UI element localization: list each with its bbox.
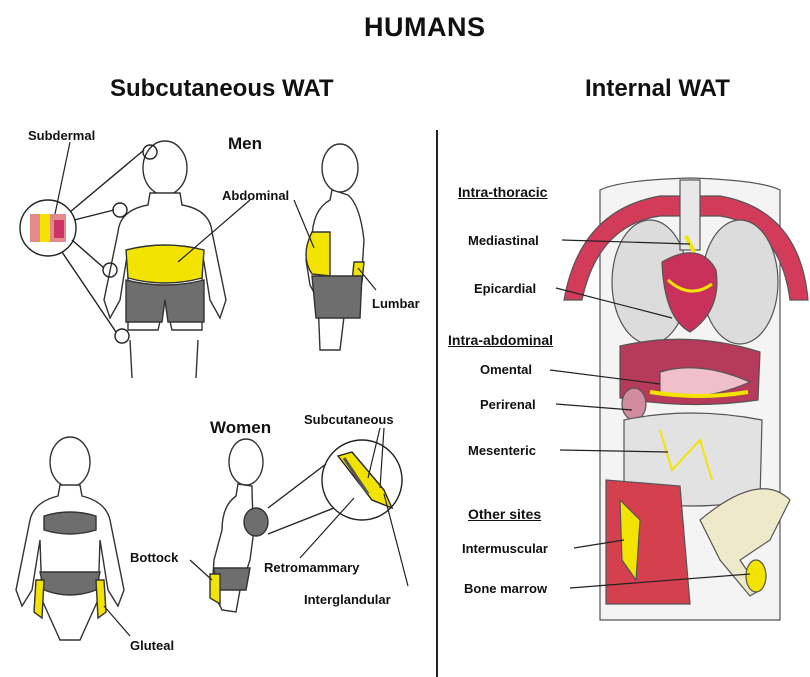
interglandular-label: Interglandular: [304, 592, 391, 607]
bottock-pointer: [190, 560, 212, 580]
other-sites-heading: Other sites: [468, 506, 541, 522]
men-heading: Men: [228, 134, 262, 154]
perirenal-label: Perirenal: [480, 397, 536, 412]
mediastinal-label: Mediastinal: [468, 233, 539, 248]
woman-side-figure: [210, 439, 268, 612]
abdominal-side-pointer: [294, 200, 314, 248]
gluteal-pointer: [104, 606, 130, 636]
women-heading: Women: [210, 418, 271, 438]
subcutaneous-heading: Subcutaneous WAT: [110, 75, 334, 103]
intra-abdominal-heading: Intra-abdominal: [448, 332, 553, 348]
subcutaneous-label: Subcutaneous: [304, 412, 394, 427]
bottock-label: Bottock: [130, 550, 178, 565]
intermuscular-label: Intermuscular: [462, 541, 548, 556]
man-side-figure: [306, 144, 364, 350]
omental-label: Omental: [480, 362, 532, 377]
abdominal-label: Abdominal: [222, 188, 289, 203]
intra-thoracic-heading: Intra-thoracic: [458, 184, 547, 200]
gluteal-label: Gluteal: [130, 638, 174, 653]
page-title: HUMANS: [364, 12, 486, 43]
internal-heading: Internal WAT: [585, 75, 730, 103]
epicardial-label: Epicardial: [474, 281, 536, 296]
lumbar-label: Lumbar: [372, 296, 420, 311]
bone-marrow-label: Bone marrow: [464, 581, 547, 596]
subdermal-label: Subdermal: [28, 128, 95, 143]
mesenteric-label: Mesenteric: [468, 443, 536, 458]
retromammary-label: Retromammary: [264, 560, 359, 575]
subdermal-pointer: [55, 142, 70, 214]
